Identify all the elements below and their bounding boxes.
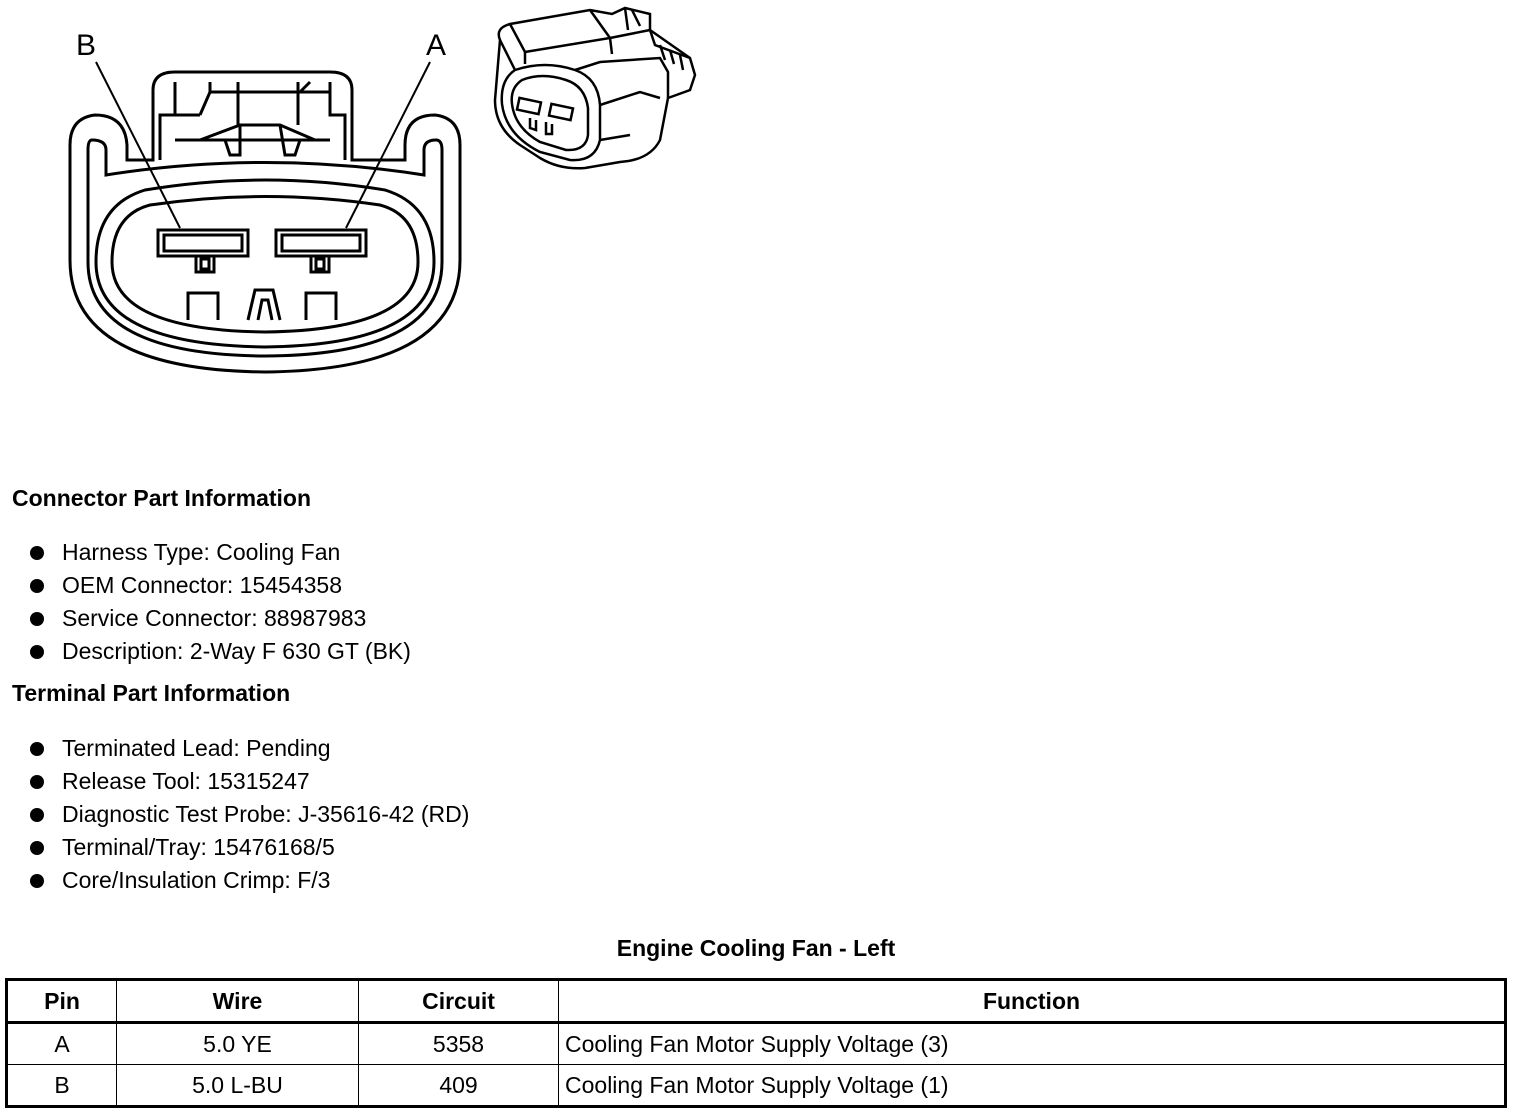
table-header-row: Pin Wire Circuit Function xyxy=(6,979,1506,1023)
header-wire: Wire xyxy=(116,979,359,1023)
header-function: Function xyxy=(558,979,1506,1023)
header-pin: Pin xyxy=(6,979,117,1023)
bullet-icon xyxy=(30,612,44,626)
connector-info-list: Harness Type: Cooling Fan OEM Connector:… xyxy=(28,536,411,668)
pin-label-b: B xyxy=(76,29,96,62)
cell-pin: A xyxy=(6,1022,117,1065)
list-item: Terminated Lead: Pending xyxy=(28,732,469,765)
pin-label-a: A xyxy=(426,29,446,62)
bullet-icon xyxy=(30,874,44,888)
cell-circuit: 5358 xyxy=(358,1022,559,1065)
bullet-icon xyxy=(30,775,44,789)
cell-wire: 5.0 YE xyxy=(116,1022,359,1065)
header-circuit: Circuit xyxy=(358,979,559,1023)
terminal-info-heading: Terminal Part Information xyxy=(12,680,291,706)
bullet-icon xyxy=(30,808,44,822)
connector-face-view xyxy=(68,61,462,374)
cell-wire: 5.0 L-BU xyxy=(116,1064,359,1107)
cell-pin: B xyxy=(6,1064,117,1107)
list-item: Description: 2-Way F 630 GT (BK) xyxy=(28,635,411,668)
connector-diagram: B A xyxy=(68,6,697,374)
list-item: Service Connector: 88987983 xyxy=(28,602,411,635)
connector-info-heading: Connector Part Information xyxy=(12,485,312,511)
list-item: Terminal/Tray: 15476168/5 xyxy=(28,831,469,864)
table-row: B 5.0 L-BU 409 Cooling Fan Motor Supply … xyxy=(6,1064,1506,1107)
bullet-icon xyxy=(30,546,44,560)
table-row: A 5.0 YE 5358 Cooling Fan Motor Supply V… xyxy=(6,1022,1506,1065)
list-item: Harness Type: Cooling Fan xyxy=(28,536,411,569)
cell-function: Cooling Fan Motor Supply Voltage (1) xyxy=(558,1064,1506,1107)
list-item: Diagnostic Test Probe: J-35616-42 (RD) xyxy=(28,798,469,831)
list-item: OEM Connector: 15454358 xyxy=(28,569,411,602)
bullet-icon xyxy=(30,841,44,855)
list-item: Release Tool: 15315247 xyxy=(28,765,469,798)
bullet-icon xyxy=(30,579,44,593)
list-item: Core/Insulation Crimp: F/3 xyxy=(28,864,469,897)
terminal-info-list: Terminated Lead: Pending Release Tool: 1… xyxy=(28,732,469,897)
table-title: Engine Cooling Fan - Left xyxy=(616,935,896,961)
connector-3d-view xyxy=(493,6,697,170)
cell-circuit: 409 xyxy=(358,1064,559,1107)
bullet-icon xyxy=(30,645,44,659)
bullet-icon xyxy=(30,742,44,756)
pin-table: Pin Wire Circuit Function A 5.0 YE 5358 … xyxy=(5,978,1507,1108)
cell-function: Cooling Fan Motor Supply Voltage (3) xyxy=(558,1022,1506,1065)
